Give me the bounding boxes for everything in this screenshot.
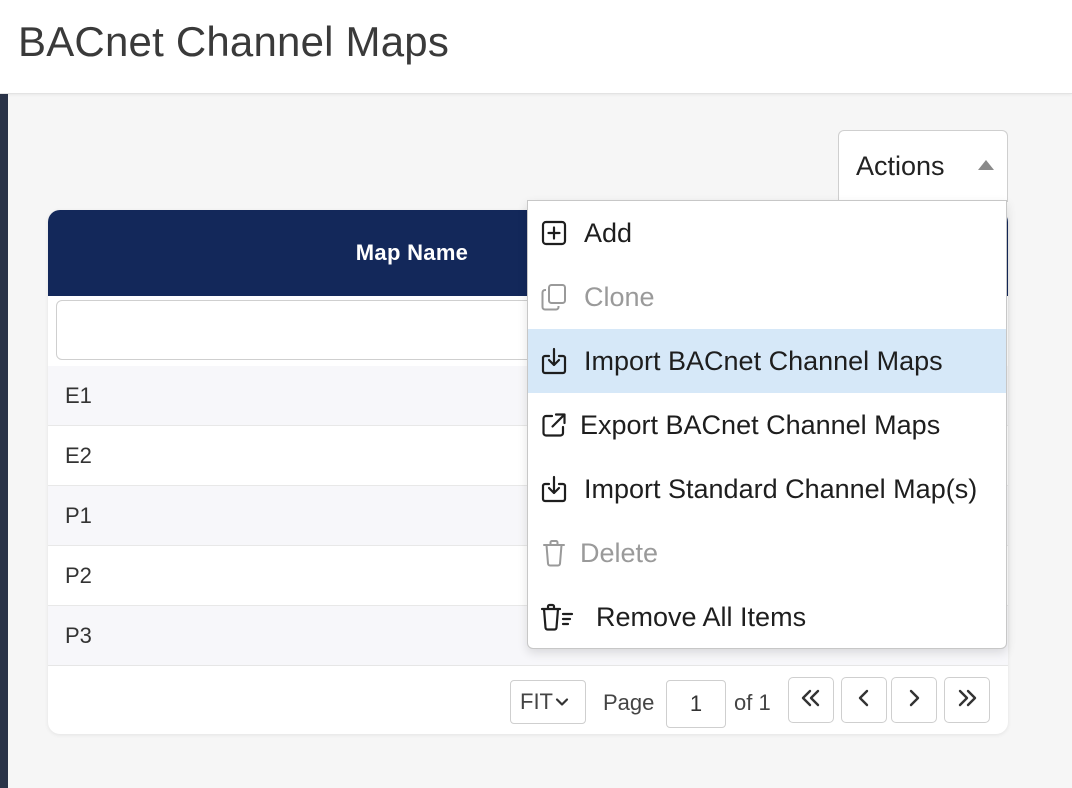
current-page-input[interactable] — [666, 680, 726, 728]
menu-item-remove-all-items[interactable]: Remove All Items — [528, 585, 1006, 649]
side-nav-strip — [0, 94, 8, 788]
menu-item-export-bacnet-channel-maps[interactable]: Export BACnet Channel Maps — [528, 393, 1006, 457]
menu-item-add[interactable]: Add — [528, 201, 1006, 265]
actions-label: Actions — [856, 151, 945, 181]
actions-dropdown-menu: Add Clone Import BACnet Channel Maps Exp… — [527, 200, 1007, 649]
cell-map-name: E1 — [65, 382, 92, 408]
menu-item-import-bacnet-channel-maps[interactable]: Import BACnet Channel Maps — [528, 329, 1006, 393]
import-icon — [540, 475, 568, 503]
menu-item-label: Remove All Items — [596, 601, 807, 632]
double-chevron-left-icon — [799, 688, 823, 713]
menu-item-clone: Clone — [528, 265, 1006, 329]
page-size-select[interactable]: FIT — [510, 680, 586, 724]
menu-item-label: Import BACnet Channel Maps — [584, 345, 943, 376]
trash-list-icon — [540, 603, 574, 631]
cell-map-name: E2 — [65, 442, 92, 468]
page-size-value: FIT — [520, 689, 553, 714]
copy-icon — [540, 283, 568, 311]
import-icon — [540, 347, 568, 375]
external-link-icon — [540, 411, 568, 439]
previous-page-button[interactable] — [841, 677, 887, 723]
menu-item-label: Delete — [580, 537, 659, 568]
total-pages-label: of 1 — [734, 690, 771, 715]
caret-up-icon — [978, 160, 994, 170]
menu-item-label: Import Standard Channel Map(s) — [584, 473, 978, 504]
page-label: Page — [603, 690, 655, 715]
first-page-button[interactable] — [788, 677, 834, 723]
page-header: BACnet Channel Maps — [0, 0, 1072, 94]
menu-item-label: Add — [584, 217, 633, 248]
plus-square-icon — [540, 219, 568, 247]
pagination-bar: FIT Page of 1 — [48, 666, 1008, 734]
column-header-map-name[interactable]: Map Name — [355, 240, 469, 265]
chevron-right-icon — [906, 688, 922, 713]
trash-icon — [540, 539, 568, 567]
next-page-button[interactable] — [891, 677, 937, 723]
menu-item-import-standard-channel-maps[interactable]: Import Standard Channel Map(s) — [528, 457, 1006, 521]
double-chevron-right-icon — [955, 688, 979, 713]
chevron-left-icon — [856, 688, 872, 713]
page-title: BACnet Channel Maps — [18, 18, 450, 65]
chevron-down-icon — [555, 695, 569, 709]
cell-map-name: P1 — [65, 502, 92, 528]
last-page-button[interactable] — [944, 677, 990, 723]
cell-map-name: P3 — [65, 622, 92, 648]
cell-map-name: P2 — [65, 562, 92, 588]
menu-item-delete: Delete — [528, 521, 1006, 585]
pager-divider — [48, 665, 1008, 666]
menu-item-label: Export BACnet Channel Maps — [580, 409, 941, 440]
menu-item-label: Clone — [584, 281, 655, 312]
actions-button[interactable]: Actions — [838, 130, 1008, 202]
